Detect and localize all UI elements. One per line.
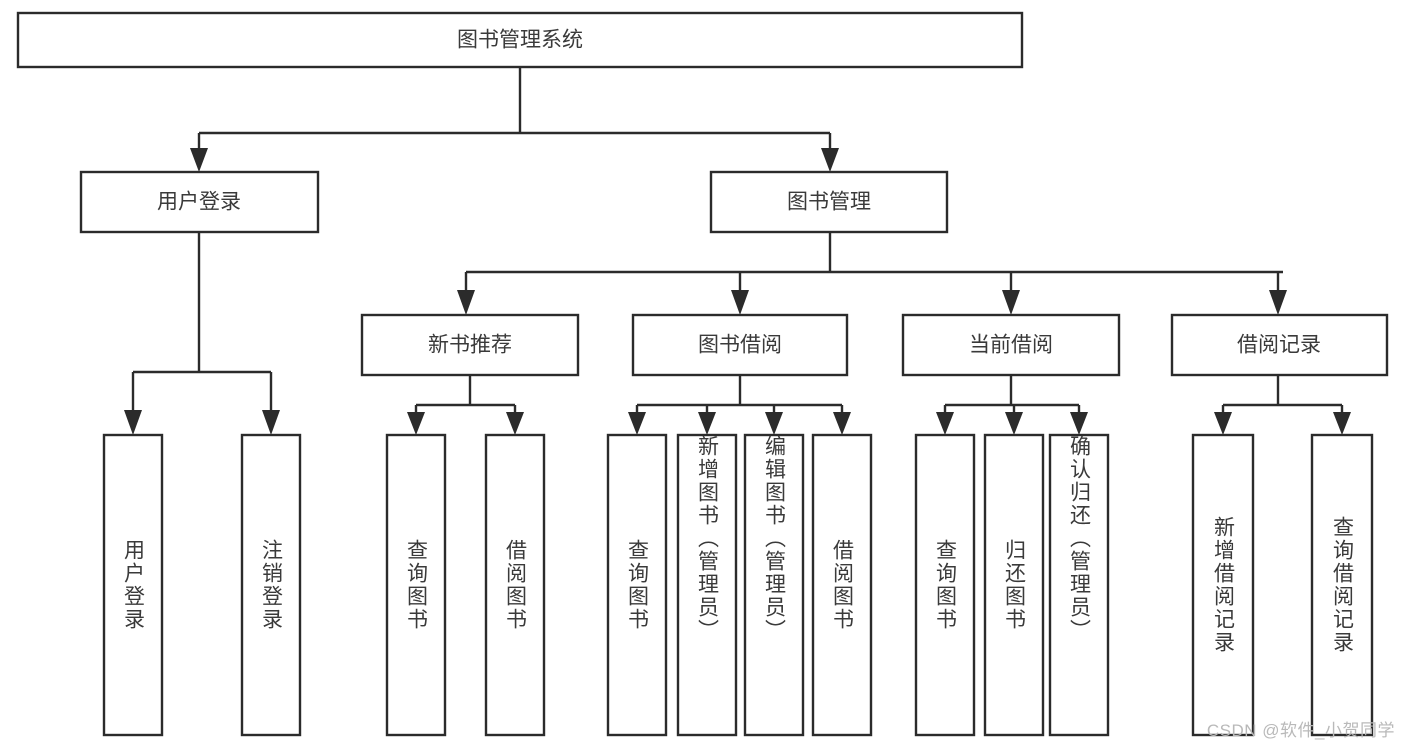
node-borrow-record-label: 借阅记录 [1237,334,1321,357]
node-book-management-rect [709,170,949,234]
node-current-borrow[interactable]: 当前借阅 [901,313,1121,377]
node-current-borrow-rect [901,313,1121,377]
arrow-head-cb-leaf3 [1070,412,1088,435]
arrow-head-leaf-logout [262,410,280,435]
arrow-head-bb-leaf1 [628,412,646,435]
leaf-rect-group [102,433,1374,737]
arrow-head-cb-leaf2 [1005,412,1023,435]
csdn-watermark: CSDN @软件_小贺同学 [1206,721,1395,740]
node-user-login[interactable]: 用户登录 [79,170,320,234]
leaf-rect-query-borrow-record[interactable] [1310,433,1374,737]
arrow-head-nbr-leaf1 [407,412,425,435]
node-user-login-rect [79,170,320,234]
arrow-head-user-login [190,148,208,172]
leaf-rect-add-book-admin[interactable] [676,433,738,737]
node-book-borrow-rect [631,313,849,377]
connector-group-user-login [124,232,280,435]
node-root-rect [16,11,1024,69]
arrow-head-bb-leaf3 [765,412,783,435]
connector-group-current-borrow [936,375,1088,435]
node-book-management-label: 图书管理 [787,191,871,214]
arrow-head-book-mgmt [821,148,839,172]
arrow-head-current-borrow [1002,290,1020,315]
arrow-head-br-leaf2 [1333,412,1351,435]
arrow-head-br-leaf1 [1214,412,1232,435]
arrow-head-bb-leaf2 [698,412,716,435]
connector-group-root [190,67,839,172]
arrow-head-nbr-leaf2 [506,412,524,435]
leaf-rect-return-book[interactable] [983,433,1045,737]
node-root-system[interactable]: 图书管理系统 [16,11,1024,69]
connector-group-book-borrow [628,375,851,435]
node-new-book-recommend-label: 新书推荐 [428,334,512,357]
leaf-rect-user-login[interactable] [102,433,164,737]
arrow-head-borrow-record [1269,290,1287,315]
connector-group-borrow-record [1214,375,1351,435]
node-book-management[interactable]: 图书管理 [709,170,949,234]
node-borrow-record[interactable]: 借阅记录 [1170,313,1389,377]
arrow-head-bb-leaf4 [833,412,851,435]
connector-group-book-mgmt [457,232,1287,315]
node-new-book-recommend[interactable]: 新书推荐 [360,313,580,377]
node-new-book-recommend-rect [360,313,580,377]
leaf-rect-logout[interactable] [240,433,302,737]
leaf-rect-edit-book-admin[interactable] [743,433,805,737]
leaf-rect-borrow-book-bb[interactable] [811,433,873,737]
leaf-rect-query-book-nbr[interactable] [385,433,447,737]
leaf-rect-confirm-return-admin[interactable] [1048,433,1110,737]
arrow-head-book-borrow [731,290,749,315]
connector-group-new-book-rec [407,375,524,435]
node-user-login-label: 用户登录 [157,191,241,214]
leaf-rect-add-borrow-record[interactable] [1191,433,1255,737]
arrow-head-new-book-rec [457,290,475,315]
node-book-borrow[interactable]: 图书借阅 [631,313,849,377]
arrow-head-cb-leaf1 [936,412,954,435]
node-root-label: 图书管理系统 [457,29,583,52]
leaf-rect-borrow-book-nbr[interactable] [484,433,546,737]
node-borrow-record-rect [1170,313,1389,377]
node-book-borrow-label: 图书借阅 [698,334,782,357]
arrow-head-leaf-user-login [124,410,142,435]
leaf-rect-query-book-cb[interactable] [914,433,976,737]
node-current-borrow-label: 当前借阅 [969,334,1053,357]
leaf-rect-query-book-bb[interactable] [606,433,668,737]
